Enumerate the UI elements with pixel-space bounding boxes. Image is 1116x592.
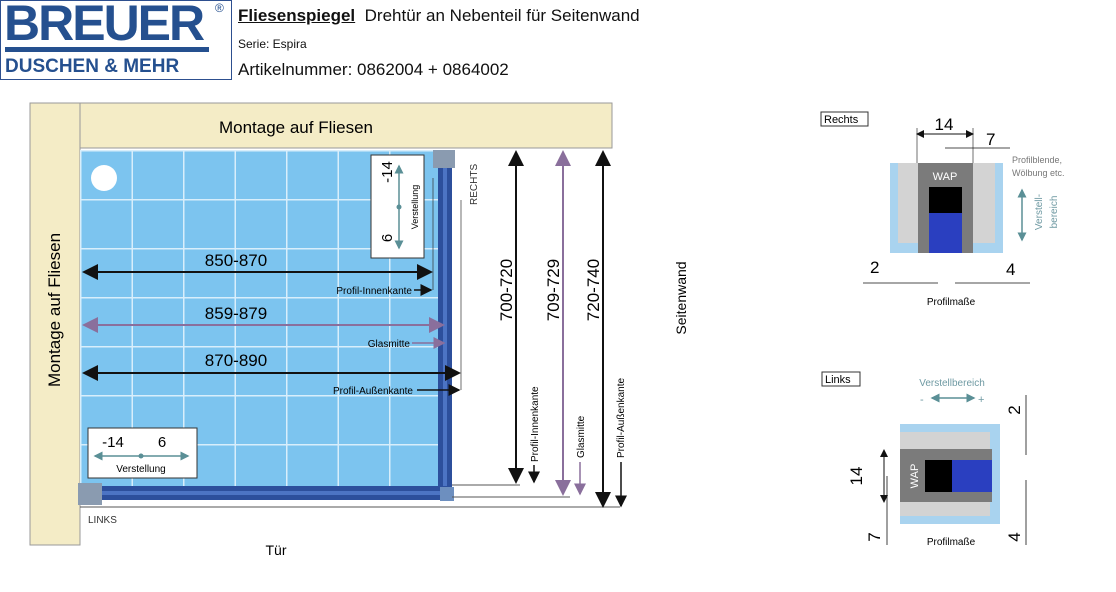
title-bold: Fliesenspiegel	[238, 6, 356, 25]
links-label: LINKS	[88, 515, 117, 526]
detail-tag: Rechts	[824, 114, 859, 126]
range-minus: -	[920, 394, 924, 406]
door-label: Tür	[266, 542, 287, 558]
page-title: Fliesenspiegel Drehtür an Nebenteil für …	[238, 6, 640, 26]
dim-value: 720-740	[584, 259, 603, 321]
left-wall-label: Montage auf Fliesen	[45, 233, 64, 387]
depth-dimension-outer: 720-740 Profil-Außenkante	[584, 150, 627, 508]
dim-label: Profil-Innenkante	[530, 386, 541, 462]
top-wall	[29, 102, 613, 149]
logo-brand: BREUER	[4, 0, 205, 51]
dim-14: 14	[847, 467, 866, 486]
dim-2: 2	[870, 258, 879, 277]
rechts-label: RECHTS	[469, 164, 480, 205]
top-wall-label: Montage auf Fliesen	[219, 118, 373, 137]
dim-label: Profil-Außenkante	[333, 386, 413, 397]
dim-7: 7	[986, 130, 995, 149]
logo-registered: ®	[215, 1, 224, 15]
dim-2: 2	[1005, 405, 1024, 414]
depth-dimension-glass: 709-729 Glasmitte	[544, 150, 587, 496]
dim-value: 709-729	[544, 259, 563, 321]
series: Serie: Espira	[238, 37, 307, 51]
adjust-box-right: -14 6 Verstellung	[370, 154, 425, 259]
adjust-label: Verstellung	[410, 185, 420, 230]
adjust-plus: 6	[379, 234, 396, 242]
dim-label: Glasmitte	[368, 339, 411, 350]
dim-value: 700-720	[497, 259, 516, 321]
logo-bar	[5, 47, 209, 52]
range-label: Verstell-	[1034, 194, 1045, 230]
width-dimension-inner: 850-870 Profil-Innenkante	[82, 251, 433, 297]
adjust-label: Verstellung	[116, 464, 165, 475]
right-wall-profile	[433, 150, 455, 168]
dim-value: 870-890	[205, 351, 267, 370]
wap-label: WAP	[933, 171, 958, 183]
left-wall	[29, 102, 81, 546]
profile-detail-right: Rechts WAP 14 7 Profilblende, Wölbung et…	[820, 111, 1065, 308]
left-wall-profile	[78, 483, 102, 505]
caption: Profilmaße	[927, 537, 976, 548]
walls: Montage auf Fliesen Montage auf Fliesen	[29, 102, 613, 546]
article-number: Artikelnummer: 0862004 + 0864002	[238, 60, 509, 79]
detail-tag: Links	[825, 374, 851, 386]
width-dimension-glass: 859-879 Glasmitte	[82, 304, 446, 350]
dim-4: 4	[1006, 260, 1015, 279]
caption: Profilmaße	[927, 297, 976, 308]
range-plus: +	[978, 394, 984, 406]
adjust-plus: 6	[158, 434, 166, 451]
range-label: bereich	[1049, 196, 1060, 229]
brand-logo: BREUER ® DUSCHEN & MEHR	[0, 0, 232, 80]
logo-tagline: DUSCHEN & MEHR	[5, 56, 180, 77]
width-dimension-outer: 870-890 Profil-Außenkante	[82, 351, 461, 397]
title-rest: Drehtür an Nebenteil für Seitenwand	[364, 6, 640, 25]
note: Profilblende,	[1012, 155, 1062, 165]
dim-value: 859-879	[205, 304, 267, 323]
dim-7: 7	[865, 532, 884, 541]
dim-label: Profil-Innenkante	[336, 286, 412, 297]
depth-dimension-inner: 700-720 Profil-Innenkante	[497, 150, 541, 484]
dim-14: 14	[935, 115, 954, 134]
adjust-minus: -14	[379, 161, 396, 183]
adjust-box-left: -14 6 Verstellung	[87, 427, 198, 479]
dim-label: Glasmitte	[576, 415, 587, 458]
side-wall-label: Seitenwand	[673, 261, 689, 334]
dim-value: 850-870	[205, 251, 267, 270]
note: Wölbung etc.	[1012, 168, 1065, 178]
drain-icon	[91, 165, 117, 191]
profile-detail-left: Links Verstellbereich - + WAP 14 7 2 4 P…	[821, 371, 1027, 548]
dim-4: 4	[1005, 532, 1024, 541]
dim-label: Profil-Außenkante	[616, 378, 627, 458]
range-label: Verstellbereich	[919, 378, 985, 389]
wap-label: WAP	[909, 464, 921, 489]
adjust-minus: -14	[102, 434, 124, 451]
